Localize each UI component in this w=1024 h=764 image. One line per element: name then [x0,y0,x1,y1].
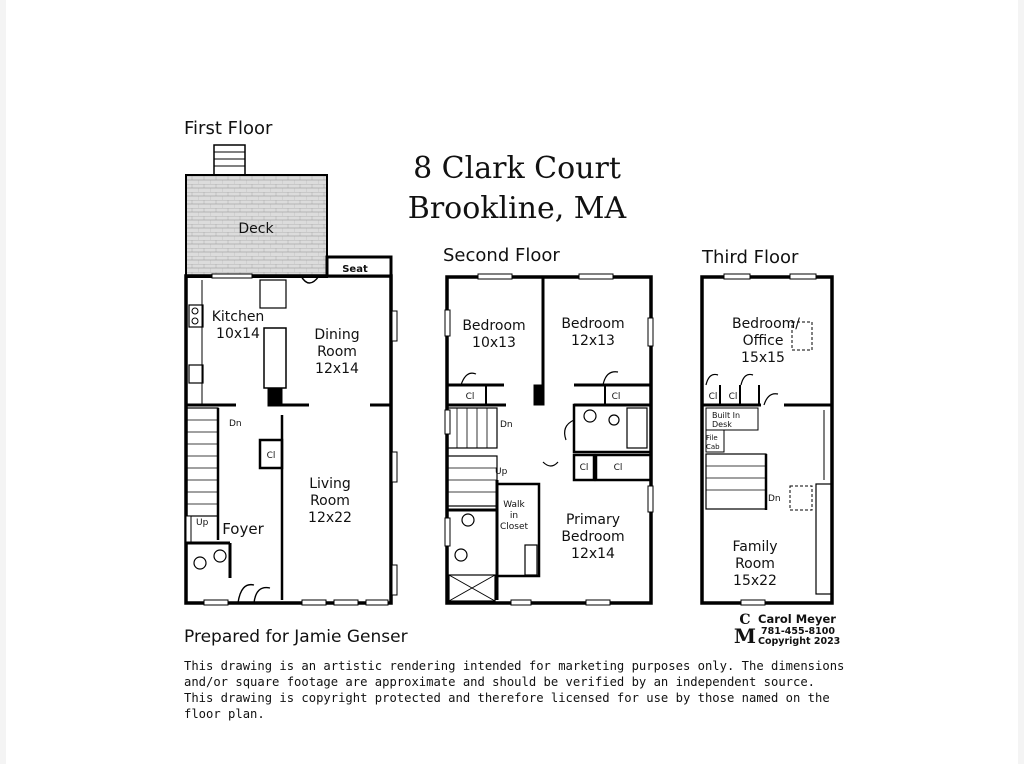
bedroom-office-dims: 15x15 [741,350,785,366]
primary-name: Primary [566,512,620,528]
address-line-1: 8 Clark Court [413,151,621,186]
closet-label-second-c: Cl [580,463,589,473]
credit-copyright: Copyright 2023 [758,636,840,647]
living-name: Living [309,476,351,492]
closet-label-first: Cl [267,451,276,461]
walkin-l1: Walk [503,500,525,510]
seat-label: Seat [342,264,368,275]
bedroom-a-name: Bedroom [462,318,525,334]
dining-name2: Room [317,344,357,360]
down-label-second: Dn [500,420,513,430]
down-label-first: Dn [229,419,242,429]
second-floor-label: Second Floor [443,245,560,266]
floor-plan-page: 8 Clark Court Brookline, MA First Floor … [6,0,1018,764]
disclaimer-line-4: floor plan. [184,707,265,721]
svg-text:M: M [734,624,756,648]
cm-logo-icon: C M [734,612,756,648]
walkin-l3: Closet [500,522,529,532]
primary-dims: 12x14 [571,546,615,562]
built-in-l2: Desk [712,420,732,429]
bedroom-b-dims: 12x13 [571,333,615,349]
family-dims: 15x22 [733,573,777,589]
prepared-for: Prepared for Jamie Genser [184,627,408,647]
bedroom-b-name: Bedroom [561,316,624,332]
kitchen-name: Kitchen [212,309,265,325]
closet-label-third-b: Cl [729,392,738,402]
floor-plan-drawing: 8 Clark Court Brookline, MA First Floor … [184,118,840,648]
disclaimer-line-3: This drawing is copyright protected and … [184,691,830,705]
file-cab-l2: Cab [706,443,720,451]
third-floor-label: Third Floor [701,247,799,268]
disclaimer-line-2: and/or square footage are approximate an… [184,675,816,689]
disclaimer: This drawing is an artistic rendering in… [184,658,856,722]
foyer-label: Foyer [222,520,264,538]
built-in-l1: Built In [712,411,740,420]
up-label-second: Up [495,467,508,477]
disclaimer-line-1: This drawing is an artistic rendering in… [184,659,845,673]
living-name2: Room [310,493,350,509]
address-line-2: Brookline, MA [408,191,627,226]
up-label-first: Up [196,518,209,528]
file-cab-l1: File [706,434,718,442]
dining-name: Dining [314,327,359,343]
second-floor-plan [444,273,654,606]
dining-dims: 12x14 [315,361,359,377]
third-floor-plan [700,273,834,606]
walkin-l2: in [510,511,518,521]
down-label-third: Dn [768,494,781,504]
closet-label-second-d: Cl [614,463,623,473]
first-floor-label: First Floor [184,118,273,139]
credit-name: Carol Meyer [758,612,836,626]
family-name: Family [732,539,777,555]
deck-label: Deck [238,221,274,237]
bedroom-a-dims: 10x13 [472,335,516,351]
closet-label-second-a: Cl [466,392,475,402]
first-floor-plan [184,144,398,606]
primary-name2: Bedroom [561,529,624,545]
kitchen-dims: 10x14 [216,326,260,342]
family-name2: Room [735,556,775,572]
closet-label-second-b: Cl [612,392,621,402]
bedroom-office-name2: Office [743,333,784,349]
living-dims: 12x22 [308,510,352,526]
closet-label-third-a: Cl [709,392,718,402]
deck-area [185,174,328,278]
svg-text:C: C [739,612,750,628]
bedroom-office-name: Bedroom/ [732,316,800,332]
credit-phone: 781-455-8100 [761,626,835,637]
